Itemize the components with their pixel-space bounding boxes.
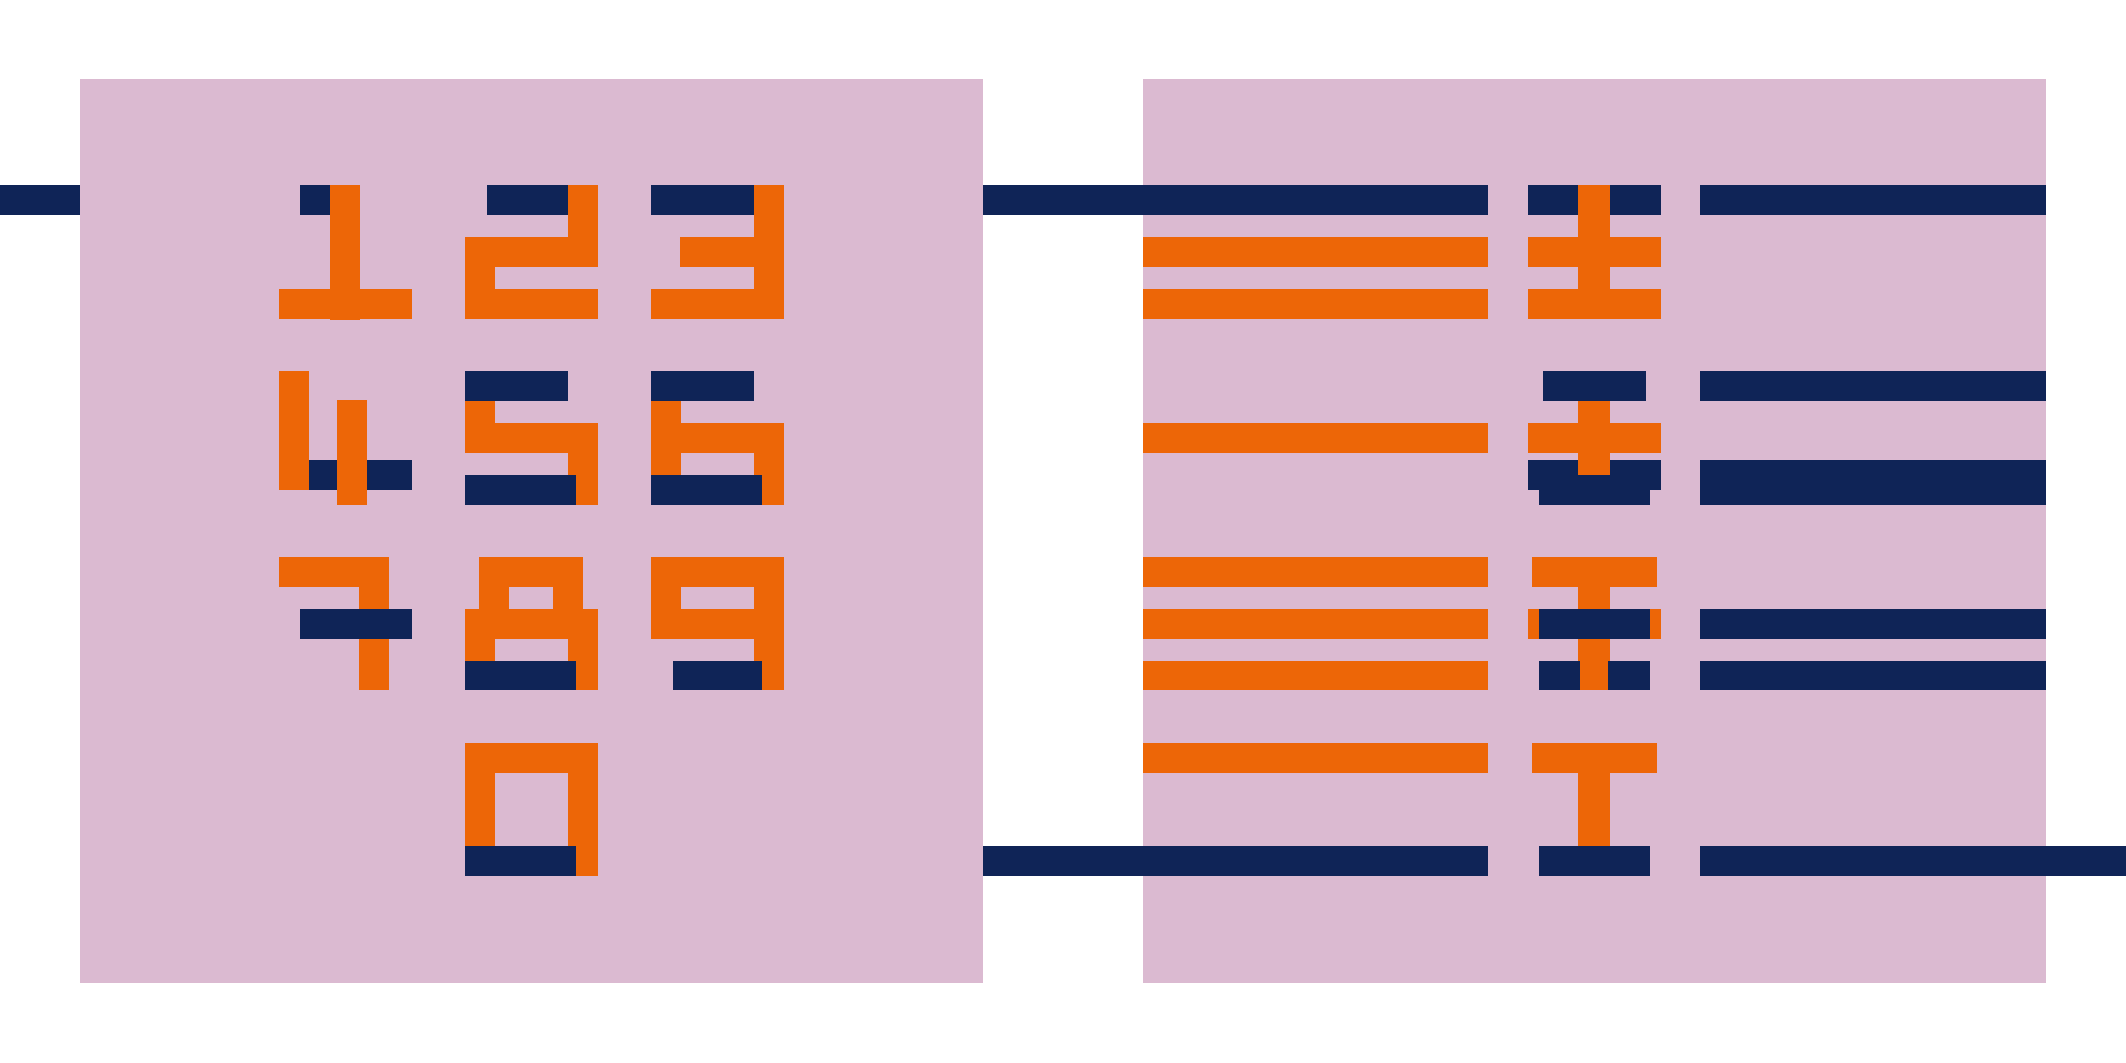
- digit-8-bottom: [465, 661, 576, 690]
- digit-6-bottom: [651, 475, 762, 505]
- digit-2-bottom: [465, 289, 598, 319]
- digit-8-lower-left: [465, 609, 495, 661]
- right-bar-row-1: [1143, 185, 1488, 215]
- digit-5-bottom: [465, 475, 576, 505]
- digit-1-flag: [300, 185, 332, 215]
- glyph-c-crossbar: [1539, 609, 1650, 639]
- glyph-c-bottom-left: [1539, 661, 1580, 690]
- glyph-a-base: [1528, 289, 1661, 319]
- right-bar-row-3: [1143, 289, 1488, 319]
- glyph-a-top-right: [1608, 185, 1661, 215]
- digit-1-base: [279, 289, 412, 319]
- right-bar-row-2: [1143, 237, 1488, 267]
- digit-6-top: [651, 371, 754, 401]
- digit-4-bar-right: [367, 460, 412, 490]
- digit-9-bottom: [673, 661, 762, 690]
- digit-0-left: [465, 743, 495, 846]
- digit-0-bottom: [465, 846, 576, 876]
- digit-3-middle: [680, 237, 784, 267]
- far-right-bottom-rule: [1700, 846, 2126, 876]
- right-bar-row-4: [1143, 423, 1488, 453]
- glyph-b-top: [1543, 371, 1646, 401]
- digit-5-top: [465, 371, 568, 401]
- right-bar-row-8: [1143, 743, 1488, 773]
- left-panel: [80, 79, 983, 983]
- glyph-b-notch: [1578, 460, 1610, 475]
- digit-2-top: [487, 185, 568, 215]
- far-right-bar-4: [1700, 609, 2046, 639]
- glyph-b-bottom: [1539, 475, 1650, 505]
- bottom-rule-middle-segment: [983, 846, 1488, 876]
- digit-4-bar-left: [309, 460, 337, 490]
- digit-3-top: [651, 185, 754, 215]
- right-bar-row-7: [1143, 661, 1488, 690]
- far-right-bar-5: [1700, 661, 2046, 690]
- glyph-a-middle: [1528, 237, 1661, 267]
- far-right-bar-3: [1700, 460, 2046, 505]
- digit-3-bottom: [651, 289, 784, 319]
- digit-7-crossbar: [300, 609, 412, 639]
- glyph-a-top-left: [1528, 185, 1580, 215]
- top-rule-left-segment: [0, 185, 80, 215]
- digit-4-left-stem: [279, 371, 309, 490]
- far-right-bar-2: [1700, 371, 2046, 401]
- far-right-bar-1: [1700, 185, 2046, 215]
- right-bar-row-5: [1143, 557, 1488, 587]
- glyph-b-middle: [1528, 423, 1661, 453]
- glyph-d-stem: [1578, 743, 1610, 846]
- glyph-c-bottom-right: [1608, 661, 1650, 690]
- glyph-d-bottom: [1539, 846, 1650, 876]
- digit-4-right-stem: [337, 400, 367, 505]
- right-bar-row-6: [1143, 609, 1488, 639]
